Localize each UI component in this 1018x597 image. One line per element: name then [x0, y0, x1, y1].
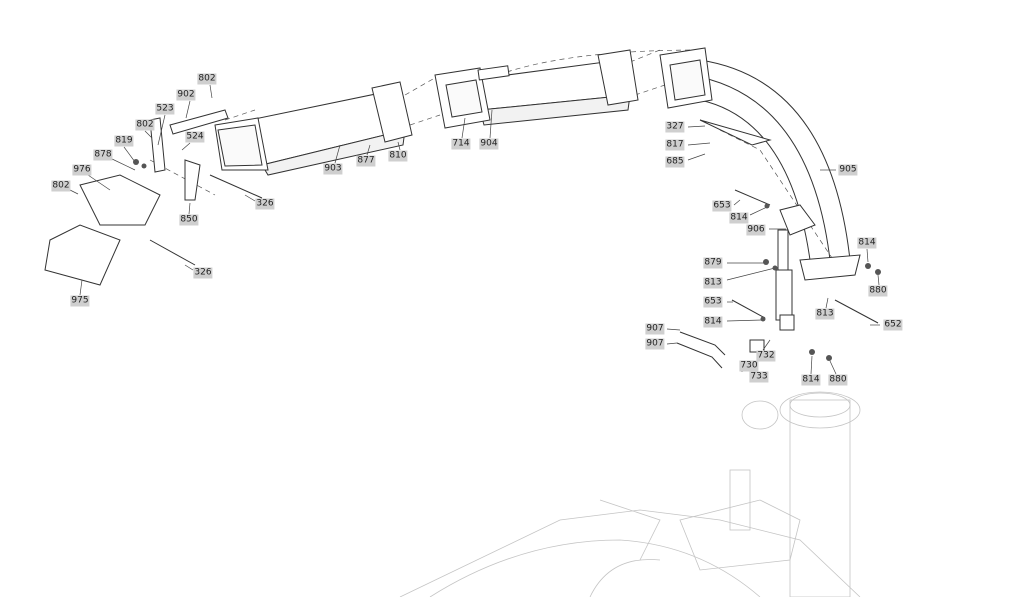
part-label: 904 [479, 138, 499, 150]
part-label: 879 [703, 257, 723, 269]
part-label: 524 [185, 131, 205, 143]
part-label: 714 [451, 138, 471, 150]
part-label: 906 [746, 224, 766, 236]
curved-chute-905 [659, 47, 861, 281]
part-label: 653 [703, 296, 723, 308]
part-label: 907 [645, 323, 665, 335]
part-label: 902 [176, 89, 196, 101]
fasteners [133, 159, 881, 361]
cylinder-and-hoses [676, 119, 879, 369]
part-label: 814 [801, 374, 821, 386]
part-label: 814 [703, 316, 723, 328]
part-label: 819 [114, 135, 134, 147]
part-label: 652 [883, 319, 903, 331]
part-label: 975 [70, 295, 90, 307]
chute-tube-903 [214, 81, 413, 176]
part-label: 813 [703, 277, 723, 289]
part-label: 814 [729, 212, 749, 224]
part-label: 802 [135, 119, 155, 131]
part-label: 732 [756, 350, 776, 362]
part-label: 685 [665, 156, 685, 168]
part-label: 326 [255, 198, 275, 210]
part-label: 326 [193, 267, 213, 279]
part-label: 653 [712, 200, 732, 212]
part-label: 813 [815, 308, 835, 320]
part-label: 814 [857, 237, 877, 249]
part-label: 878 [93, 149, 113, 161]
deflector-parts [44, 109, 263, 286]
part-label: 880 [868, 285, 888, 297]
part-label: 810 [388, 150, 408, 162]
part-label: 802 [51, 180, 71, 192]
ghost-machine-base [399, 391, 861, 597]
part-label: 730 [739, 360, 759, 372]
part-label: 850 [179, 214, 199, 226]
part-label: 817 [665, 139, 685, 151]
part-label: 733 [749, 371, 769, 383]
part-label: 907 [645, 338, 665, 350]
part-label: 905 [838, 164, 858, 176]
part-label: 327 [665, 121, 685, 133]
chute-tube-904 [434, 49, 639, 129]
part-label: 877 [356, 155, 376, 167]
part-label: 880 [828, 374, 848, 386]
part-label: 802 [197, 73, 217, 85]
leader-lines [67, 84, 880, 375]
part-label: 976 [72, 164, 92, 176]
part-label: 523 [155, 103, 175, 115]
part-label: 903 [323, 163, 343, 175]
